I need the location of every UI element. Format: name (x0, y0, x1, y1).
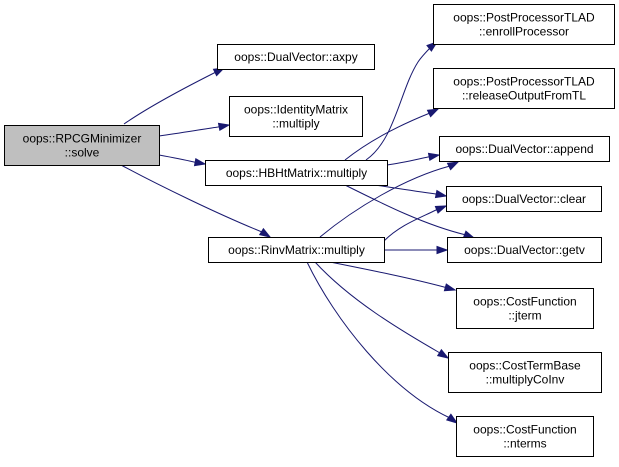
node-label-line: ::jterm (508, 309, 541, 323)
edge-arrowhead (436, 245, 449, 255)
node-clear[interactable]: oops::DualVector::clear (446, 186, 602, 212)
edge-arrowhead (436, 348, 450, 359)
node-root[interactable]: oops::RPCGMinimizer::solve (4, 125, 160, 166)
node-box[interactable] (456, 288, 594, 329)
edge-line (386, 154, 440, 166)
node-axpy[interactable]: oops::DualVector::axpy (217, 44, 375, 70)
edge-line (158, 154, 206, 165)
node-label-line: oops::CostFunction (473, 423, 576, 437)
node-label-line: oops::IdentityMatrix (244, 103, 348, 117)
node-label-line: ::solve (65, 146, 100, 160)
edge-hbht-to-append (386, 152, 441, 166)
node-label-line: ::multiplyCoInv (486, 373, 565, 387)
edge-rinv-to-getv (383, 245, 449, 255)
node-label-line: oops::PostProcessorTLAD (453, 75, 595, 89)
edge-line (329, 261, 456, 291)
nodes-layer: oops::RPCGMinimizer::solveoops::DualVect… (4, 4, 615, 457)
edge-arrowhead (258, 227, 272, 238)
edge-line (344, 184, 475, 239)
edge-line (383, 205, 447, 242)
node-label-line: oops::RPCGMinimizer (23, 132, 142, 146)
node-label-line: ::enrollProcessor (479, 25, 569, 39)
edge-line (158, 124, 230, 137)
node-hbht[interactable]: oops::HBHtMatrix::multiply (205, 160, 388, 186)
edge-arrowhead (217, 122, 231, 131)
node-nterms[interactable]: oops::CostFunction::nterms (456, 416, 594, 457)
edge-line (120, 164, 271, 238)
edge-rinv-to-coinv (314, 261, 450, 359)
node-box[interactable] (456, 416, 594, 457)
node-label-line: oops::DualVector::axpy (234, 50, 357, 64)
edge-hbht-to-clear (374, 184, 448, 199)
edge-root-to-rinv (120, 164, 272, 238)
edge-arrowhead (446, 161, 460, 171)
node-box[interactable] (447, 237, 602, 263)
node-label-line: oops::DualVector::append (455, 142, 593, 156)
node-box[interactable] (433, 68, 615, 109)
edge-root-to-hbht (158, 154, 207, 167)
node-box[interactable] (217, 44, 375, 70)
edge-arrowhead (434, 189, 448, 199)
node-append[interactable]: oops::DualVector::append (439, 136, 610, 162)
edge-line (123, 67, 225, 125)
edge-rinv-to-append (319, 161, 460, 238)
edge-rinv-to-clear (383, 205, 448, 242)
edge-line (374, 184, 447, 197)
node-label-line: oops::CostFunction (473, 295, 576, 309)
node-coinv[interactable]: oops::CostTermBase::multiplyCoInv (448, 352, 602, 393)
node-label-line: ::nterms (503, 437, 546, 451)
node-box[interactable] (433, 4, 615, 45)
node-label-line: oops::RinvMatrix::multiply (228, 243, 365, 257)
edge-arrowhead (427, 152, 441, 161)
node-box[interactable] (229, 96, 363, 137)
node-box[interactable] (208, 237, 385, 263)
edge-arrowhead (193, 158, 207, 167)
edge-line (344, 108, 439, 161)
node-release[interactable]: oops::PostProcessorTLAD::releaseOutputFr… (433, 68, 615, 109)
edge-arrowhead (426, 108, 440, 118)
edge-rinv-to-jterm (329, 261, 457, 292)
edge-line (365, 41, 438, 161)
edge-root-to-identity (158, 122, 231, 137)
node-label-line: ::releaseOutputFromTL (462, 89, 586, 103)
node-box[interactable] (448, 352, 602, 393)
edge-line (314, 261, 449, 359)
node-box[interactable] (446, 186, 602, 212)
node-label-line: oops::PostProcessorTLAD (453, 11, 595, 25)
edge-arrowhead (462, 230, 476, 239)
node-rinv[interactable]: oops::RinvMatrix::multiply (208, 237, 385, 263)
node-label-line: oops::HBHtMatrix::multiply (226, 166, 367, 180)
edge-arrowhead (443, 283, 457, 292)
edge-arrowhead (445, 413, 459, 424)
node-box[interactable] (4, 125, 160, 166)
node-label-line: oops::DualVector::getv (464, 243, 585, 257)
node-enroll[interactable]: oops::PostProcessorTLAD::enrollProcessor (433, 4, 615, 45)
edge-line (319, 161, 459, 238)
node-jterm[interactable]: oops::CostFunction::jterm (456, 288, 594, 329)
edge-hbht-to-release (344, 108, 440, 161)
node-label-line: ::multiply (272, 117, 319, 131)
node-identity[interactable]: oops::IdentityMatrix::multiply (229, 96, 363, 137)
edge-root-to-axpy (123, 67, 226, 125)
node-getv[interactable]: oops::DualVector::getv (447, 237, 602, 263)
edge-hbht-to-enroll (365, 41, 439, 161)
node-box[interactable] (439, 136, 610, 162)
edge-arrowhead (434, 205, 448, 214)
edge-line (306, 261, 458, 424)
node-label-line: oops::DualVector::clear (462, 192, 586, 206)
node-label-line: oops::CostTermBase (469, 359, 581, 373)
edge-rinv-to-nterms (306, 261, 459, 424)
node-box[interactable] (205, 160, 388, 186)
